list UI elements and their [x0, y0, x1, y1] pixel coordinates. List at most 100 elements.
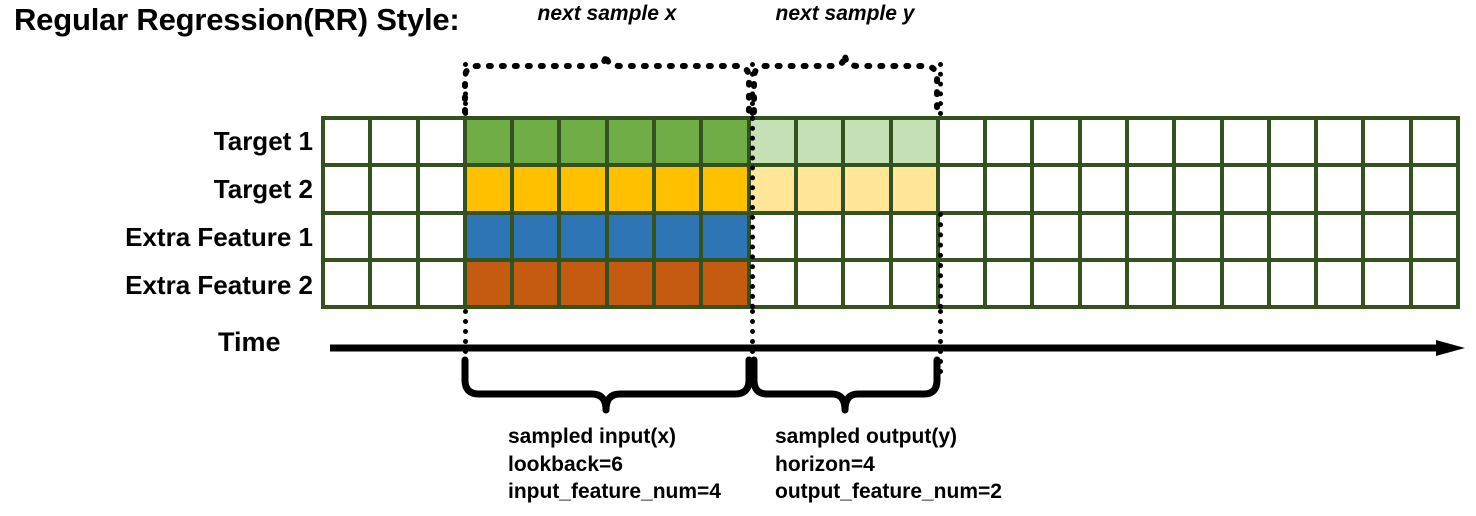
- cell-r1-c14: [939, 120, 984, 164]
- cell-r1-c1: [325, 120, 369, 164]
- cell-r2-c13: [892, 167, 936, 211]
- cell-r1-c12: [845, 120, 889, 164]
- time-axis-label: Time: [218, 327, 281, 357]
- cell-r2-c9: [703, 167, 747, 211]
- cell-r2-c18: [1128, 167, 1173, 211]
- cell-r1-c6: [561, 120, 605, 164]
- cell-r2-c3: [419, 167, 463, 211]
- cell-r4-c18: [1128, 261, 1173, 305]
- cell-r4-c4: [466, 261, 511, 305]
- cell-r4-c7: [608, 261, 653, 305]
- brace-next-sample-y: [751, 53, 940, 115]
- brace-sampled-input: [461, 356, 753, 414]
- page-title: Regular Regression(RR) Style:: [14, 2, 460, 37]
- cell-r1-c4: [466, 120, 511, 164]
- cell-r1-c9: [703, 120, 747, 164]
- cell-r1-c15: [987, 120, 1031, 164]
- timeseries-grid: [321, 116, 1460, 309]
- cell-r2-c8: [656, 167, 700, 211]
- cell-r1-c21: [1270, 120, 1315, 164]
- cell-r1-c20: [1223, 120, 1267, 164]
- cell-r2-c6: [561, 167, 605, 211]
- cell-r1-c19: [1176, 120, 1220, 164]
- sampled-output-horizon: horizon=4: [775, 452, 875, 476]
- cell-r3-c14: [939, 214, 984, 258]
- cell-r4-c16: [1034, 261, 1078, 305]
- cell-r3-c21: [1270, 214, 1315, 258]
- cell-r3-c2: [372, 214, 416, 258]
- cell-r3-c23: [1365, 214, 1409, 258]
- cell-r1-c22: [1318, 120, 1362, 164]
- cell-r1-c5: [514, 120, 558, 164]
- cell-r2-c5: [514, 167, 558, 211]
- cell-r2-c21: [1270, 167, 1315, 211]
- time-axis-arrow: [330, 340, 1465, 356]
- cell-r3-c3: [419, 214, 463, 258]
- cell-r4-c23: [1365, 261, 1409, 305]
- cell-r4-c13: [892, 261, 936, 305]
- cell-r1-c3: [419, 120, 463, 164]
- cell-r4-c2: [372, 261, 416, 305]
- guide-line-input-end-bottom: [750, 309, 755, 374]
- brace-next-sample-x: [462, 53, 752, 115]
- cell-r3-c4: [466, 214, 511, 258]
- cell-r1-c16: [1034, 120, 1078, 164]
- guide-line-input-start-bottom: [463, 309, 468, 374]
- guide-line-input-start-top: [463, 62, 468, 116]
- cell-r2-c17: [1081, 167, 1125, 211]
- cell-r2-c10: [750, 167, 794, 211]
- cell-r3-c15: [987, 214, 1031, 258]
- cell-r4-c21: [1270, 261, 1315, 305]
- cell-r1-c23: [1365, 120, 1409, 164]
- cell-r1-c8: [656, 120, 700, 164]
- cell-r1-c24: [1412, 120, 1456, 164]
- cell-r2-c2: [372, 167, 416, 211]
- cell-r2-c24: [1412, 167, 1456, 211]
- sampled-input-feature-num: input_feature_num=4: [508, 480, 721, 504]
- cell-r1-c13: [892, 120, 936, 164]
- annotation-next-sample-x: next sample x: [537, 2, 677, 25]
- cell-r1-c17: [1081, 120, 1125, 164]
- cell-r3-c10: [750, 214, 794, 258]
- cell-r1-c7: [608, 120, 653, 164]
- guide-line-input-end-grid: [750, 116, 755, 309]
- cell-r4-c8: [656, 261, 700, 305]
- cell-r4-c6: [561, 261, 605, 305]
- cell-r3-c5: [514, 214, 558, 258]
- cell-r3-c16: [1034, 214, 1078, 258]
- cell-r4-c11: [797, 261, 842, 305]
- sampled-output-feature-num: output_feature_num=2: [775, 480, 1002, 504]
- annotation-sampled-input: sampled input(x) lookback=6 input_featur…: [508, 423, 721, 506]
- cell-r4-c15: [987, 261, 1031, 305]
- sampled-output-title: sampled output(y): [775, 425, 957, 448]
- cell-r2-c4: [466, 167, 511, 211]
- cell-r3-c13: [892, 214, 936, 258]
- cell-r3-c19: [1176, 214, 1220, 258]
- cell-r2-c12: [845, 167, 889, 211]
- cell-r4-c20: [1223, 261, 1267, 305]
- cell-r2-c7: [608, 167, 653, 211]
- row-label-target-2: Target 2: [213, 174, 313, 204]
- guide-line-output-end-top: [938, 62, 943, 116]
- cell-r4-c3: [419, 261, 463, 305]
- cell-r3-c7: [608, 214, 653, 258]
- guide-line-input-end-top: [750, 62, 755, 116]
- row-label-target-1: Target 1: [213, 126, 313, 156]
- cell-r4-c22: [1318, 261, 1362, 305]
- cell-r3-c18: [1128, 214, 1173, 258]
- cell-r4-c17: [1081, 261, 1125, 305]
- cell-r3-c24: [1412, 214, 1456, 258]
- cell-r3-c22: [1318, 214, 1362, 258]
- row-label-extra-feature-1: Extra Feature 1: [125, 222, 313, 252]
- guide-line-output-end-grid: [938, 212, 943, 309]
- cell-r3-c20: [1223, 214, 1267, 258]
- cell-r2-c19: [1176, 167, 1220, 211]
- cell-r1-c2: [372, 120, 416, 164]
- cell-r3-c1: [325, 214, 369, 258]
- cell-r3-c12: [845, 214, 889, 258]
- row-label-extra-feature-2: Extra Feature 2: [125, 270, 313, 300]
- cell-r4-c19: [1176, 261, 1220, 305]
- cell-r2-c23: [1365, 167, 1409, 211]
- cell-r3-c6: [561, 214, 605, 258]
